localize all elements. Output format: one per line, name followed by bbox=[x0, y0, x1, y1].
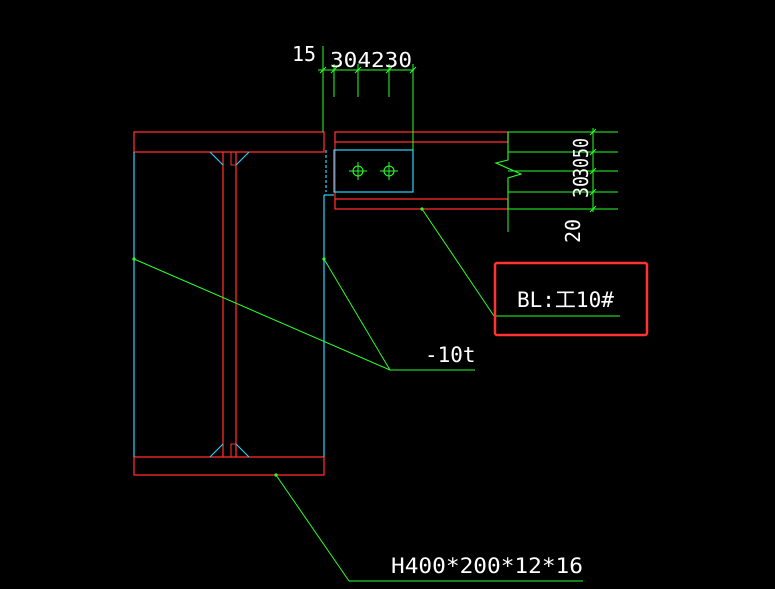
dim-right-chain-2-text: 30 bbox=[569, 176, 593, 198]
chamfer-tr bbox=[235, 151, 250, 166]
beam-top-flange bbox=[334, 131, 509, 143]
leader-plate-dot-b bbox=[322, 257, 326, 261]
bolts bbox=[349, 162, 398, 180]
column-web-notch-bottom bbox=[230, 443, 236, 457]
dim-right-tick-4 bbox=[589, 188, 597, 196]
dim-tick-5 bbox=[409, 66, 417, 74]
column-web-notch-top bbox=[230, 152, 236, 166]
dim-right-tick-5 bbox=[589, 205, 597, 213]
leader-plate-a bbox=[133, 258, 391, 371]
column-bottom-flange bbox=[133, 456, 325, 476]
right-dimension-chain: 3050 30 20 bbox=[507, 128, 618, 243]
dim-tick-3 bbox=[354, 66, 362, 74]
leader-beam bbox=[421, 208, 495, 317]
dim-tick-4 bbox=[385, 66, 393, 74]
dim-right-bottom-text: 20 bbox=[561, 219, 585, 243]
dim-top-left-text: 15 bbox=[292, 42, 316, 66]
annotation-labels: BL:工10# -10t H400*200*12*16 bbox=[391, 261, 649, 578]
plate-label: -10t bbox=[425, 343, 476, 367]
top-dimension-chain: 15 304230 bbox=[292, 42, 417, 150]
leader-plate-b bbox=[323, 258, 391, 371]
dim-right-tick-2 bbox=[589, 148, 597, 156]
shear-plate bbox=[333, 149, 414, 193]
beam-label-highlight-box bbox=[493, 261, 649, 337]
connection-plate bbox=[325, 149, 414, 193]
chamfer-bl bbox=[209, 443, 224, 458]
beam-i10 bbox=[334, 131, 523, 210]
chamfer-tl bbox=[209, 151, 224, 166]
column-stiffeners bbox=[133, 151, 334, 458]
column-h-section bbox=[133, 131, 325, 476]
dim-right-chain-text: 3050 bbox=[569, 138, 593, 178]
beam-break-line bbox=[494, 132, 523, 209]
dim-tick-2 bbox=[330, 66, 338, 74]
leader-column-dot bbox=[274, 473, 278, 477]
chamfer-br bbox=[235, 443, 250, 458]
column-top-flange bbox=[133, 131, 325, 153]
dim-right-tick-1 bbox=[589, 128, 597, 136]
column-label: H400*200*12*16 bbox=[391, 554, 583, 578]
dim-top-chain-text: 304230 bbox=[330, 48, 412, 72]
beam-label: BL:工10# bbox=[517, 288, 614, 312]
dim-right-tick-3 bbox=[589, 167, 597, 175]
leader-lines bbox=[132, 207, 620, 582]
leader-column bbox=[275, 474, 350, 582]
leader-beam-dot bbox=[420, 207, 424, 211]
dim-tick-1 bbox=[319, 66, 327, 74]
leader-plate-dot-a bbox=[132, 257, 136, 261]
